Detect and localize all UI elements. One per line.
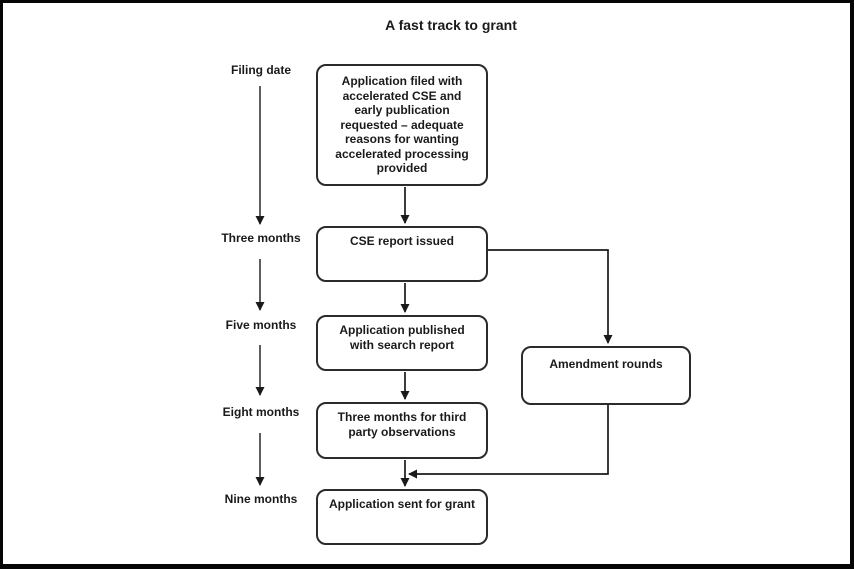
diagram-title: A fast track to grant xyxy=(385,17,517,33)
timeline-label-five-months: Five months xyxy=(225,318,297,332)
flow-box-third-party-observations: Three months for third party observation… xyxy=(316,402,488,459)
timeline-label-nine-months: Nine months xyxy=(224,492,298,506)
flow-box-application-sent-for-grant: Application sent for grant xyxy=(316,489,488,545)
flow-box-amendment-rounds: Amendment rounds xyxy=(521,346,691,405)
flow-box-application-published: Application published with search report xyxy=(316,315,488,371)
flow-arrow-cse-to-amendment xyxy=(488,249,613,344)
timeline-label-three-months: Three months xyxy=(221,231,301,245)
flow-box-cse-report-issued: CSE report issued xyxy=(316,226,488,282)
timeline-label-eight-months: Eight months xyxy=(222,405,300,419)
timeline-label-filing-date: Filing date xyxy=(231,63,291,77)
flow-box-application-filed: Application filed with accelerated CSE a… xyxy=(316,64,488,186)
